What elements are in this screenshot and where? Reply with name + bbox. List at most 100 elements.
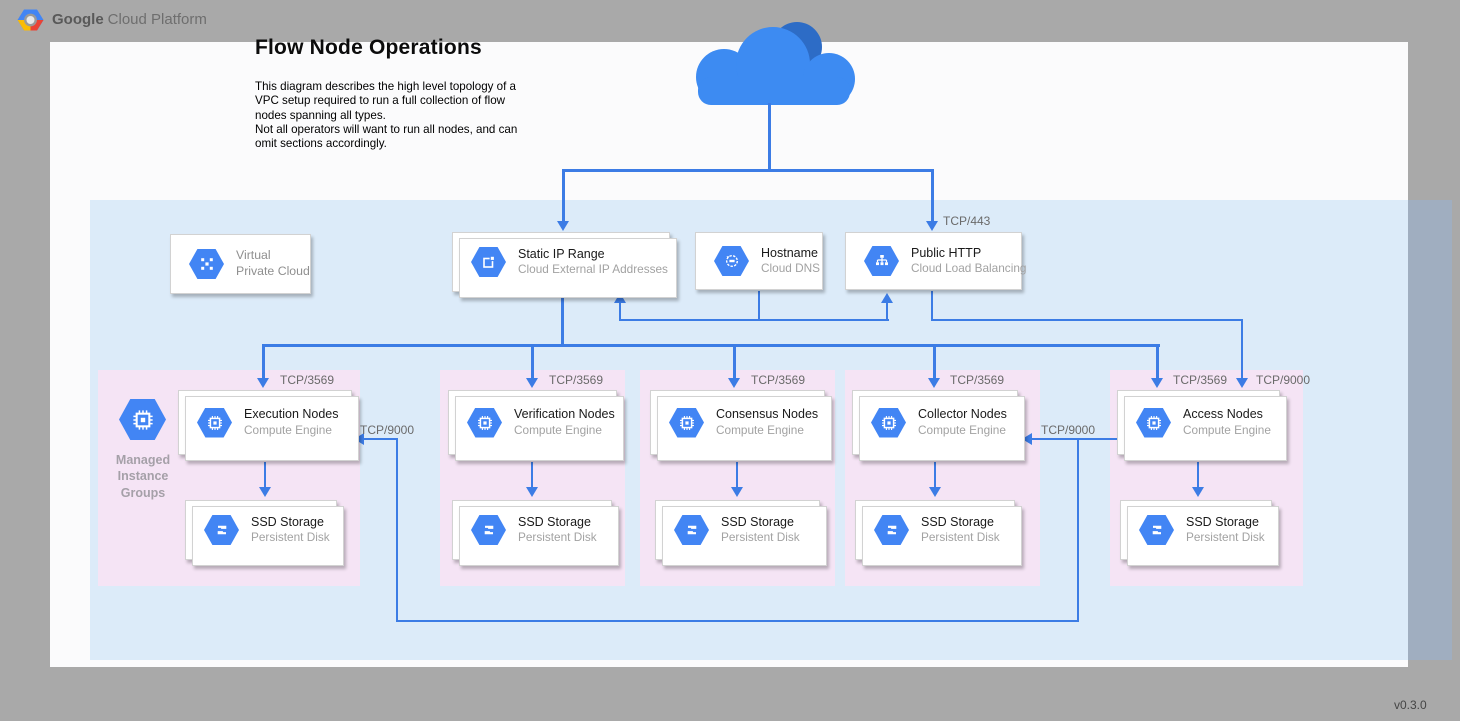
connector-to-static-ip bbox=[562, 169, 565, 222]
port-label-tcp9000: TCP/9000 bbox=[1256, 373, 1311, 387]
card-subtitle: Persistent Disk bbox=[518, 530, 597, 545]
access-nodes-card: Access Nodes Compute Engine bbox=[1117, 390, 1287, 461]
arrowhead-execution-ssd bbox=[259, 487, 271, 497]
compute-engine-icon bbox=[197, 407, 232, 438]
card-subtitle: Compute Engine bbox=[514, 422, 602, 437]
execution-ssd-card: SSD Storage Persistent Disk bbox=[185, 500, 344, 566]
cloud-dns-icon bbox=[714, 246, 749, 276]
card-subtitle: Compute Engine bbox=[1183, 422, 1271, 437]
arrowhead-into-public-http bbox=[926, 221, 938, 231]
connector-feed-collector bbox=[933, 347, 936, 380]
card-title: Public HTTP bbox=[911, 245, 982, 260]
compute-engine-icon bbox=[467, 407, 502, 438]
connector-execution-ssd bbox=[264, 462, 266, 488]
managed-instance-groups-label: Managed Instance Groups bbox=[96, 452, 190, 501]
card-title: Verification Nodes bbox=[514, 407, 615, 422]
card-title: Hostname bbox=[761, 245, 818, 260]
arrowhead-into-collector bbox=[928, 378, 940, 388]
arrowhead-verification-ssd bbox=[526, 487, 538, 497]
description: This diagram describes the high level to… bbox=[255, 80, 529, 151]
connector-access-ssd bbox=[1197, 462, 1199, 488]
card-subtitle: Compute Engine bbox=[244, 422, 332, 437]
port-label-tcp9000: TCP/9000 bbox=[360, 423, 415, 437]
connector-access-9000-feed bbox=[1241, 319, 1243, 379]
arrowhead-access-ssd bbox=[1192, 487, 1204, 497]
card-subtitle: Persistent Disk bbox=[921, 530, 1000, 545]
arrowhead-into-execution-9000 bbox=[354, 433, 364, 445]
connector-dns-to-public-http bbox=[886, 302, 888, 319]
arrowhead-collector-ssd bbox=[929, 487, 941, 497]
port-label-tcp3569: TCP/3569 bbox=[280, 373, 335, 387]
connector-top-fan bbox=[562, 169, 934, 172]
collector-nodes-card: Collector Nodes Compute Engine bbox=[852, 390, 1025, 461]
vpc-network-area-overflow bbox=[1408, 200, 1452, 660]
google-cloud-logo-icon bbox=[17, 9, 44, 31]
persistent-disk-icon bbox=[874, 515, 909, 545]
load-balancing-icon bbox=[864, 246, 899, 276]
vpc-label-line1: Virtual bbox=[236, 248, 271, 263]
connector-collector-ssd bbox=[934, 462, 936, 488]
connector-consensus-ssd bbox=[736, 462, 738, 488]
connector-feed-access bbox=[1156, 347, 1159, 380]
brand-cloud-platform: Cloud Platform bbox=[107, 11, 207, 28]
port-label-tcp3569: TCP/3569 bbox=[950, 373, 1005, 387]
arrowhead-up-public-http bbox=[881, 293, 893, 303]
connector-hostname-feed bbox=[758, 291, 760, 319]
persistent-disk-icon bbox=[674, 515, 709, 545]
arrowhead-consensus-ssd bbox=[731, 487, 743, 497]
card-subtitle: Cloud Load Balancing bbox=[911, 261, 1027, 276]
card-title: Consensus Nodes bbox=[716, 407, 819, 422]
card-title: SSD Storage bbox=[1186, 514, 1259, 529]
connector-static-ip-trunk bbox=[561, 296, 564, 346]
card-title: SSD Storage bbox=[921, 514, 994, 529]
port-label-tcp3569: TCP/3569 bbox=[1173, 373, 1228, 387]
connector-9000-bottom bbox=[396, 620, 1079, 622]
connector-feed-consensus bbox=[733, 347, 736, 380]
compute-engine-icon bbox=[871, 407, 906, 438]
verification-ssd-card: SSD Storage Persistent Disk bbox=[452, 500, 619, 566]
compute-engine-icon bbox=[1136, 407, 1171, 438]
persistent-disk-icon bbox=[204, 515, 239, 545]
port-label-tcp9000: TCP/9000 bbox=[1041, 423, 1096, 437]
connector-public-http-to-access bbox=[931, 319, 1243, 321]
connector-9000-right-drop bbox=[1077, 438, 1079, 622]
arrowhead-into-consensus bbox=[728, 378, 740, 388]
mig-label-line: Managed bbox=[115, 453, 171, 467]
external-ip-icon bbox=[471, 247, 506, 277]
page-title: Flow Node Operations bbox=[255, 36, 482, 59]
port-label-tcp3569: TCP/3569 bbox=[549, 373, 604, 387]
card-subtitle: Persistent Disk bbox=[251, 530, 330, 545]
connector-feed-execution bbox=[262, 344, 265, 380]
arrowhead-into-verification bbox=[526, 378, 538, 388]
mig-label-line: Instance bbox=[117, 469, 169, 484]
card-subtitle: Cloud External IP Addresses bbox=[518, 262, 668, 277]
collector-ssd-card: SSD Storage Persistent Disk bbox=[855, 500, 1022, 566]
card-title: Access Nodes bbox=[1183, 407, 1263, 422]
connector-9000-exec-seg bbox=[363, 438, 398, 440]
connector-feed-verification bbox=[531, 347, 534, 380]
execution-nodes-card: Execution Nodes Compute Engine bbox=[178, 390, 359, 461]
mig-label-line: Groups bbox=[120, 485, 166, 500]
port-label-tcp443: TCP/443 bbox=[943, 214, 991, 228]
arrowhead-into-static-ip bbox=[557, 221, 569, 231]
access-ssd-card: SSD Storage Persistent Disk bbox=[1120, 500, 1279, 566]
connector-dns-to-static-ip bbox=[619, 302, 621, 319]
consensus-ssd-card: SSD Storage Persistent Disk bbox=[655, 500, 827, 566]
arrowhead-into-access-9000 bbox=[1236, 378, 1248, 388]
managed-instance-groups-icon bbox=[119, 399, 166, 440]
card-title: Static IP Range bbox=[518, 246, 605, 261]
description-paragraph: Not all operators will want to run all n… bbox=[255, 122, 518, 150]
hostname-card: Hostname Cloud DNS bbox=[695, 232, 823, 290]
internet-cloud-icon bbox=[696, 22, 855, 105]
connector-branch bbox=[262, 344, 1160, 347]
verification-nodes-card: Verification Nodes Compute Engine bbox=[448, 390, 624, 461]
arrowhead-into-collector-9000 bbox=[1022, 433, 1032, 445]
persistent-disk-icon bbox=[1139, 515, 1174, 545]
brand-google: Google bbox=[52, 11, 104, 28]
card-title: SSD Storage bbox=[721, 514, 794, 529]
connector-to-public-http bbox=[931, 169, 934, 222]
card-title: Execution Nodes bbox=[244, 407, 339, 422]
vpc-card: Virtual Private Cloud bbox=[170, 234, 311, 294]
